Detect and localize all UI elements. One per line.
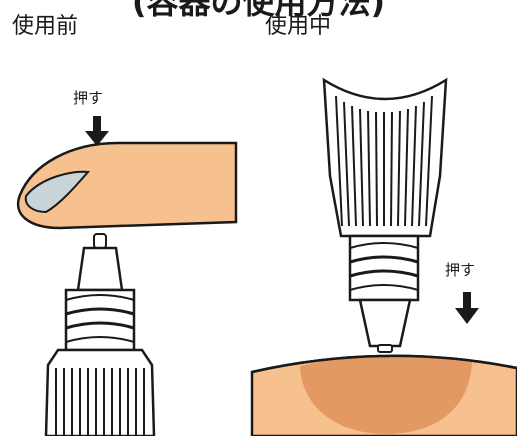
diagram-title: (容器の使用方法) [131,0,386,21]
push-label: 押す [73,89,104,107]
tube-body [44,348,156,436]
tube-body [322,77,448,238]
applicator-tip [358,298,412,353]
finger-illustration [17,141,238,230]
spring-neck [348,234,420,302]
down-arrow-icon [85,116,109,146]
down-arrow-icon [455,292,479,324]
skin-surface [250,354,517,436]
spring-neck [64,288,136,352]
before-use-label: 使用前 [12,14,79,39]
during-use-label: 使用中 [265,14,332,39]
push-label: 押す [445,261,476,279]
applicator-tip [76,233,124,292]
